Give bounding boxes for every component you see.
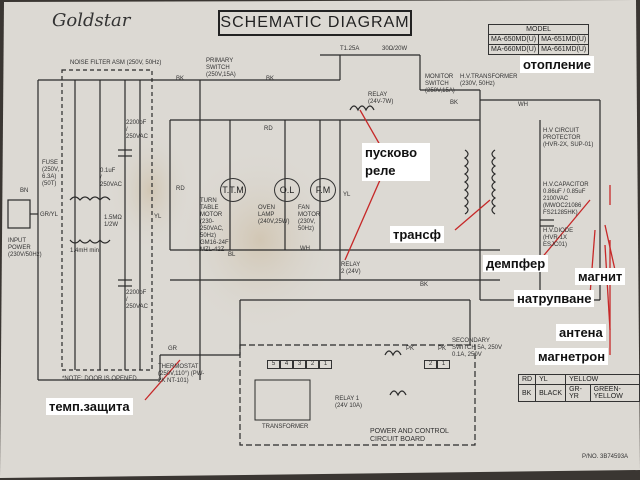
annotation-start-relay: пусково реле: [362, 143, 430, 181]
wires: [7, 54, 601, 381]
board-label: POWER AND CONTROL CIRCUIT BOARD: [370, 428, 449, 443]
wire-tag: YL: [343, 192, 351, 198]
wire-tag: YL: [154, 214, 162, 220]
relay2-label: RELAY 2 (24V): [341, 262, 361, 275]
monitor-switch-label: MONITOR SWITCH (250V,15A): [425, 74, 455, 94]
relay-label: RELAY (24V-7W): [368, 92, 394, 105]
wire-tag: BK: [176, 76, 185, 82]
resistor2-label: 30Ω/20W: [382, 46, 408, 52]
wire-color-table: RD YL YELLOW BK BLACK GR-YR GREEN-YELLOW: [517, 374, 640, 402]
color-cell: YL: [535, 374, 567, 385]
annotation-transformer: трансф: [390, 226, 444, 243]
oven-lamp-label: OVEN LAMP (240V,25W): [258, 205, 290, 225]
part-number: P/NO. 3B74593A: [582, 454, 629, 460]
connector-cn: 5 4 3 2 1: [267, 360, 332, 369]
annotation-magnetron: магнетрон: [535, 348, 609, 365]
relay1-label: RELAY 1 (24V 10A): [335, 396, 363, 409]
coil-label: 1.4mH min: [70, 248, 100, 254]
annotation-heating: отопление: [520, 56, 594, 73]
color-cell: RD: [517, 374, 537, 385]
coils: [69, 105, 554, 397]
hv-transformer-label: H.V.TRANSFORMER (230V, 50Hz): [460, 74, 518, 87]
turntable-motor-symbol: T.T.M: [220, 178, 246, 202]
connector-pin: 1: [437, 360, 450, 369]
fuse2-label: T1.25A: [340, 46, 360, 52]
fan-motor-label: FAN MOTOR (230V, 50Hz): [298, 205, 321, 232]
wire-tag: GR: [168, 346, 177, 352]
color-cell: GR-YR: [565, 384, 591, 402]
annotation-temp-protection: темп.защита: [46, 398, 133, 415]
connector-pin: 4: [280, 360, 293, 369]
model-cell: MA-660MD(U): [487, 44, 540, 55]
stain: [180, 150, 340, 330]
annotation-antenna: антена: [556, 324, 606, 341]
thermostat-label: THERMOSTAT (250V,110°) (PW-2K NT-101): [158, 364, 205, 384]
hv-capacitor-label: H.V.CAPACITOR 0.86uF / 0.85uF 2100VAC (M…: [543, 182, 589, 216]
secondary-switch-label: SECONDARY SWITCH 5A, 250V 0.1A, 250V: [452, 338, 503, 358]
color-cell: YELLOW: [565, 374, 640, 385]
color-cell: BK: [517, 384, 537, 402]
model-table: MODEL MA-650MD(U) MA-651MD(U) MA-660MD(U…: [487, 24, 590, 55]
connector-pin: 3: [293, 360, 306, 369]
brand-label: Goldstar: [52, 10, 131, 31]
primary-switch-label: PRIMARY SWITCH (250V,15A): [206, 58, 236, 78]
wire-tag: WH: [518, 102, 528, 108]
cap2-label: 2200pF / 250VAC: [126, 120, 148, 140]
wire-tag: WH: [300, 246, 310, 252]
wire-tag: BK: [266, 76, 275, 82]
connector-pin: 2: [424, 360, 437, 369]
wire-tag: BN: [20, 188, 29, 194]
wire-tag: BK: [420, 282, 429, 288]
fuse-label: FUSE (250V, 6.3A) (50T): [42, 160, 60, 187]
model-cell: MA-650MD(U): [487, 34, 540, 45]
color-cell: GREEN-YELLOW: [589, 384, 640, 402]
wire-tag: RD: [264, 126, 273, 132]
wire-tag: RD: [176, 186, 185, 192]
oven-lamp-symbol: O.L: [274, 178, 300, 202]
noise-filter-label: NOISE FILTER ASM (250V, 50Hz): [70, 60, 162, 66]
annotation-damper: демпфер: [483, 255, 549, 272]
input-power-label: INPUT POWER (230V/50Hz): [8, 238, 42, 258]
wire-tag: PK: [438, 346, 447, 352]
model-cell: MA-651MD(U): [538, 34, 590, 45]
cap1-label: 0.1uF / 250VAC: [100, 168, 122, 188]
wire-tag: PK: [406, 346, 415, 352]
door-note: *NOTE: DOOR IS OPENED.: [62, 376, 139, 382]
fan-motor-symbol: F.M: [310, 178, 336, 202]
connector-sw: 2 1: [424, 360, 450, 369]
wire-tag: GR/YL: [40, 212, 59, 218]
annotation-magnet: магнит: [575, 268, 626, 285]
transformer-box: [254, 379, 311, 421]
connector-pin: 5: [267, 360, 280, 369]
model-cell: MA-661MD(U): [538, 44, 590, 55]
connector-pin: 1: [319, 360, 332, 369]
resistor-label: 1.5MΩ 1/2W: [104, 215, 122, 228]
diagram-title: SCHEMATIC DIAGRAM: [218, 10, 412, 36]
annotation-accumulation: натрупване: [514, 290, 595, 307]
hv-protector-label: H.V CIRCUIT PROTECTOR (HVR-2X, SUP-01): [543, 128, 594, 148]
control-board: [239, 344, 476, 446]
transformer-label: TRANSFORMER: [262, 424, 309, 430]
connector-pin: 2: [306, 360, 319, 369]
cap3-label: 2200pF / 250VAC: [126, 290, 148, 310]
model-header: MODEL: [487, 24, 590, 35]
wire-tag: BL: [228, 252, 236, 258]
wire-tag: BK: [450, 100, 459, 106]
turntable-motor-label: TURN TABLE MOTOR (230-250VAC, 50Hz) GM16…: [200, 198, 229, 253]
hv-diode-label: H.V.DIODE (HVR-1X ESJC01): [543, 228, 574, 248]
color-cell: BLACK: [535, 384, 567, 402]
